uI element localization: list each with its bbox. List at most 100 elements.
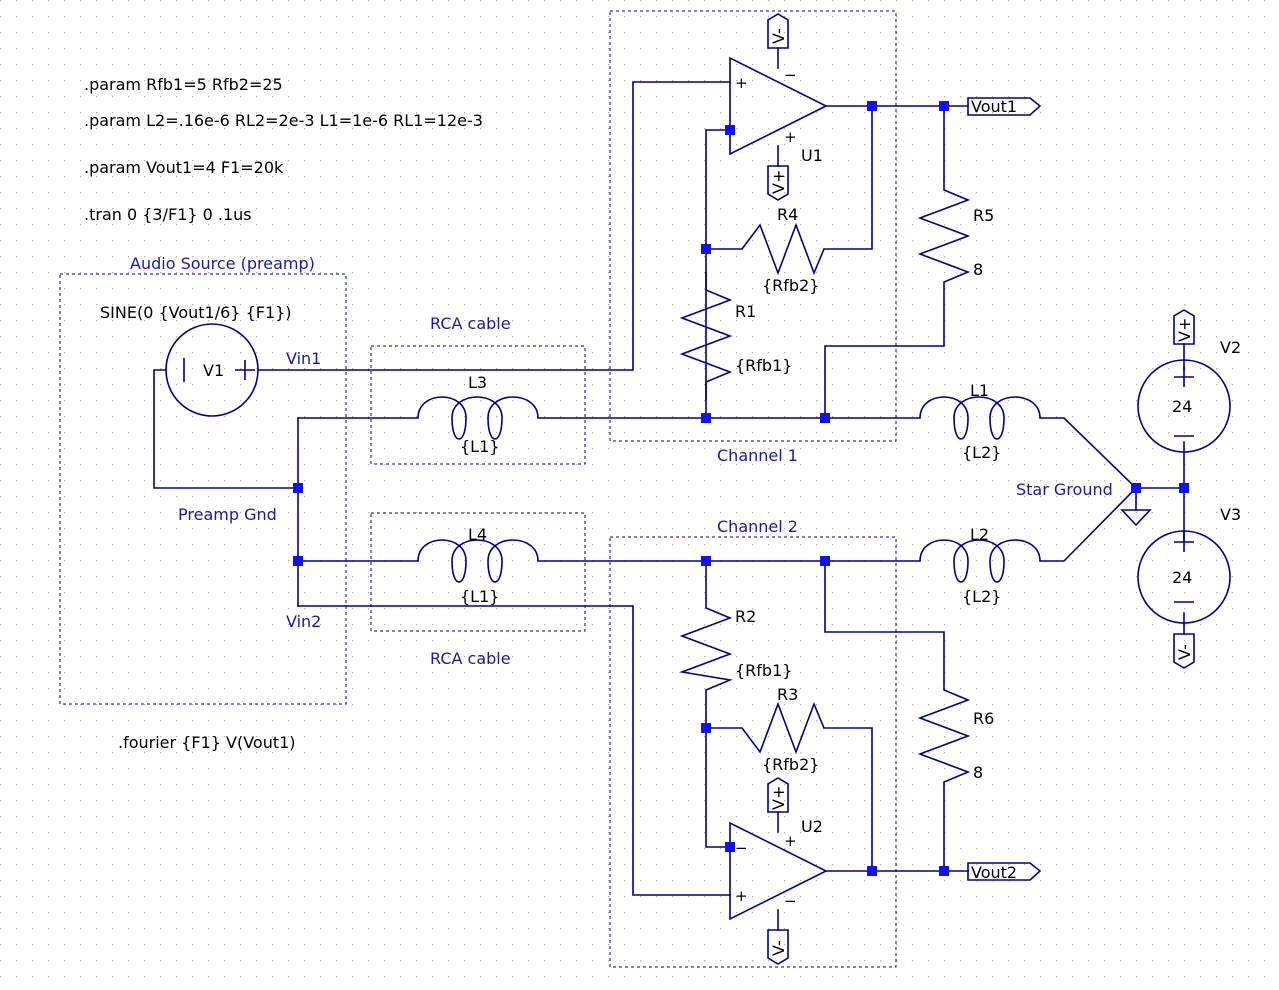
l4-value[interactable]: {L1} (460, 587, 499, 606)
l3-name: L3 (468, 373, 487, 392)
svg-text:V+: V+ (1175, 318, 1194, 342)
tran-directive[interactable]: .tran 0 {3/F1} 0 .1us (84, 205, 252, 224)
u2-plus-symbol: + (784, 832, 797, 850)
rca-cable-box-2[interactable] (370, 512, 586, 632)
l2-value[interactable]: {L2} (962, 587, 1001, 606)
l4-name: L4 (468, 525, 487, 544)
junction-dot (820, 556, 830, 566)
v3-name: V3 (1220, 505, 1241, 524)
resistor-r2[interactable] (678, 598, 733, 691)
u1-vpos-flag[interactable]: V+ (767, 165, 789, 201)
v3-value[interactable]: 24 (1172, 568, 1192, 587)
l3-value[interactable]: {L1} (460, 437, 499, 456)
v1-source[interactable] (165, 323, 259, 417)
param-directive-2[interactable]: .param L2=.16e-6 RL2=2e-3 L1=1e-6 RL1=12… (84, 111, 483, 130)
param-directive-3[interactable]: .param Vout1=4 F1=20k (84, 158, 284, 177)
ground-icon[interactable] (1120, 509, 1152, 527)
resistor-r1[interactable] (679, 272, 733, 400)
param-directive-1[interactable]: .param Rfb1=5 Rfb2=25 (84, 75, 283, 94)
channel-1-box[interactable] (609, 10, 897, 442)
v3-vneg-flag[interactable]: V- (1173, 633, 1195, 669)
r4-name: R4 (777, 205, 798, 224)
junction-dot (820, 413, 830, 423)
v1-value[interactable]: SINE(0 {Vout1/6} {F1}) (100, 303, 292, 322)
l1-name: L1 (970, 381, 989, 400)
inductor-l1[interactable] (919, 396, 1041, 440)
junction-dot (701, 723, 711, 733)
r6-name: R6 (973, 709, 994, 728)
vout2-label: Vout2 (971, 863, 1017, 882)
u2-minus-symbol-2: − (784, 892, 797, 910)
inductor-l3[interactable] (417, 396, 539, 440)
r3-name: R3 (777, 685, 798, 704)
junction-dot (701, 556, 711, 566)
u1-vneg-flag[interactable]: V- (767, 13, 789, 49)
channel-2-box[interactable] (609, 536, 897, 968)
rca-cable-box-1[interactable] (370, 345, 586, 465)
svg-text:V+: V+ (769, 170, 788, 194)
rca-cable-label-2[interactable]: RCA cable (430, 649, 511, 668)
opamp-u1[interactable] (729, 56, 828, 156)
r4-value[interactable]: {Rfb2} (762, 276, 819, 295)
resistor-r4[interactable] (741, 222, 825, 276)
r1-value[interactable]: {Rfb1} (735, 356, 792, 375)
junction-dot (293, 556, 303, 566)
audio-source-label[interactable]: Audio Source (preamp) (130, 254, 315, 273)
star-ground-label[interactable]: Star Ground (1016, 480, 1113, 499)
u2-vpos-flag[interactable]: V+ (767, 777, 789, 813)
svg-text:V+: V+ (769, 786, 788, 810)
junction-dot (1179, 483, 1189, 493)
rca-cable-label-1[interactable]: RCA cable (430, 314, 511, 333)
junction-dot (867, 101, 877, 111)
resistor-r6[interactable] (917, 680, 971, 790)
inductor-l4[interactable] (417, 539, 539, 583)
junction-dot (725, 125, 735, 135)
svg-text:V-: V- (769, 940, 788, 956)
channel-1-label[interactable]: Channel 1 (717, 446, 798, 465)
channel-2-label[interactable]: Channel 2 (717, 517, 798, 536)
u2-vneg-flag[interactable]: V- (767, 929, 789, 965)
u2-minus-symbol: − (735, 839, 748, 857)
u1-plus-symbol: + (735, 74, 748, 92)
resistor-r5[interactable] (917, 180, 971, 290)
audio-source-box[interactable] (59, 273, 347, 705)
u1-minus-symbol: − (784, 66, 797, 84)
v2-source[interactable] (1137, 359, 1231, 453)
l2-name: L2 (970, 525, 989, 544)
r5-value[interactable]: 8 (973, 260, 983, 279)
junction-dot (725, 842, 735, 852)
vin1-net-label[interactable]: Vin1 (286, 349, 321, 368)
fourier-directive[interactable]: .fourier {F1} V(Vout1) (118, 733, 296, 752)
preamp-gnd-label[interactable]: Preamp Gnd (178, 505, 277, 524)
u2-plus-symbol-2: + (735, 887, 748, 905)
svg-text:V-: V- (769, 28, 788, 44)
r5-name: R5 (973, 206, 994, 225)
resistor-r3[interactable] (741, 701, 825, 755)
r3-value[interactable]: {Rfb2} (762, 755, 819, 774)
v1-name: V1 (203, 361, 224, 380)
vin2-net-label[interactable]: Vin2 (286, 612, 321, 631)
junction-dot (293, 483, 303, 493)
vout2-port[interactable] (967, 862, 1042, 881)
junction-dot (1131, 483, 1141, 493)
r6-value[interactable]: 8 (973, 763, 983, 782)
junction-dot (701, 244, 711, 254)
vout1-port[interactable] (967, 97, 1042, 116)
u1-name: U1 (801, 146, 823, 165)
v2-name: V2 (1220, 338, 1241, 357)
vout1-label: Vout1 (971, 97, 1017, 116)
r2-name: R2 (735, 607, 756, 626)
v3-source[interactable] (1137, 530, 1231, 624)
junction-dot (939, 101, 949, 111)
v2-vpos-flag[interactable]: V+ (1173, 309, 1195, 345)
r2-value[interactable]: {Rfb1} (735, 661, 792, 680)
wires (153, 47, 1185, 931)
opamp-u2[interactable] (729, 821, 828, 921)
l1-value[interactable]: {L2} (962, 443, 1001, 462)
v2-value[interactable]: 24 (1172, 397, 1192, 416)
junction-dot (701, 413, 711, 423)
junction-dot (939, 866, 949, 876)
r1-name: R1 (735, 302, 756, 321)
inductor-l2[interactable] (919, 539, 1041, 583)
